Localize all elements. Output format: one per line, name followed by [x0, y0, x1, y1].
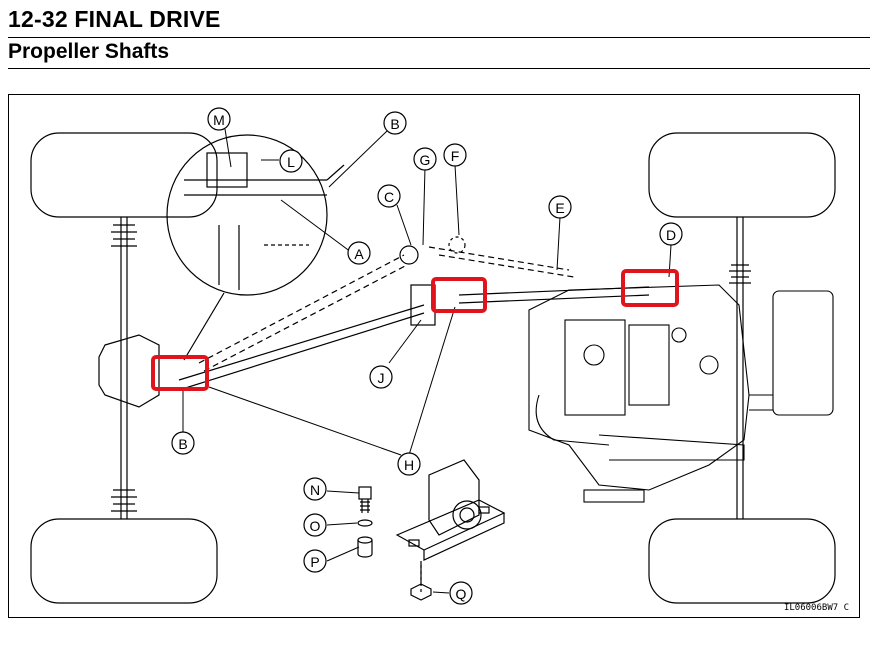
front-differential	[98, 334, 160, 408]
callout-c: C	[384, 189, 394, 205]
front-propeller-shaft	[178, 304, 425, 381]
callout-e: E	[555, 200, 564, 216]
section-title: Propeller Shafts	[8, 40, 170, 63]
air-cleaner	[772, 290, 834, 416]
figure-code: IL06006BW7 C	[783, 603, 849, 613]
engine	[528, 284, 834, 503]
callout-j: J	[378, 370, 385, 386]
title-rule	[8, 37, 870, 38]
diagram-drawing: M B L G F C E A D J B H N O P Q	[30, 107, 836, 605]
callout-p: P	[310, 554, 319, 570]
callout-b-bottom: B	[178, 436, 187, 452]
dashed-shaft-position	[198, 246, 575, 372]
pillow-block-bearing	[395, 459, 506, 561]
callout-l: L	[287, 154, 295, 170]
page-header: 12-32 FINAL DRIVE Propeller Shafts	[8, 6, 870, 69]
page-title: 12-32 FINAL DRIVE	[8, 6, 221, 32]
rear-left-wheel	[30, 518, 218, 604]
section-rule	[8, 68, 870, 69]
callout-h: H	[404, 457, 414, 473]
callout-a: A	[354, 246, 364, 262]
highlight-center-joint	[431, 277, 487, 313]
callout-g: G	[420, 152, 431, 168]
washer-o	[357, 519, 373, 527]
rear-right-wheel	[648, 518, 836, 604]
callout-n: N	[310, 482, 320, 498]
left-axle-boots	[111, 224, 137, 512]
collar-p	[357, 540, 373, 558]
detail-magnifier	[166, 134, 328, 296]
callout-d: D	[666, 227, 676, 243]
highlight-boxes	[151, 269, 679, 391]
callout-q: Q	[456, 586, 467, 602]
highlight-front-joint	[151, 355, 209, 391]
front-left-wheel	[30, 132, 218, 218]
callout-m: M	[213, 112, 225, 128]
highlight-engine-joint	[621, 269, 679, 307]
bolt-n	[358, 486, 372, 500]
callout-b-top: B	[390, 116, 399, 132]
front-right-wheel	[648, 132, 836, 218]
callout-f: F	[451, 148, 460, 164]
callout-o: O	[310, 518, 321, 534]
propeller-shaft-diagram: M B L G F C E A D J B H N O P Q IL06006B…	[8, 94, 860, 618]
